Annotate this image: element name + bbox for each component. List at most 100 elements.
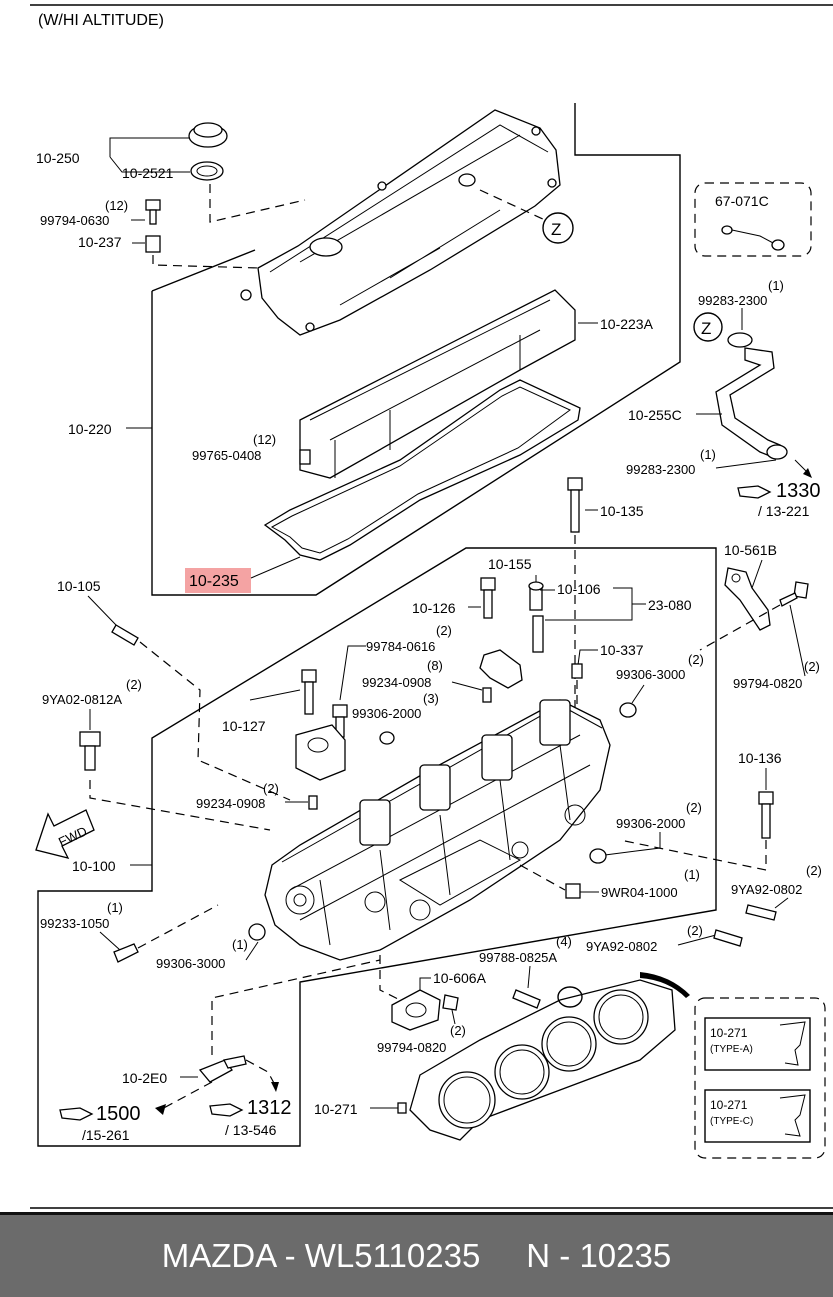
stud-9YA92-0802-a[interactable] [745, 904, 777, 921]
qty-2-b: (2) [688, 652, 704, 667]
plug-9WR04-1000[interactable] [565, 883, 581, 899]
oil-filler-cap[interactable] [188, 122, 228, 181]
bolt-9YA02-0812A[interactable] [79, 731, 101, 771]
plug-99306-2000-a[interactable] [379, 731, 395, 745]
fwd-arrow-icon: FWD [35, 809, 95, 859]
ref-1312-number: 1312 [247, 1097, 292, 1119]
bolt-10-126[interactable] [480, 577, 496, 619]
qty-2-i: (2) [450, 1023, 466, 1038]
label-99794-0630: 99794-0630 [40, 213, 109, 228]
qty-4: (4) [556, 934, 572, 949]
footer-bar: MAZDA - WL5110235 N - 10235 [0, 1212, 833, 1297]
label-99306-2000-b: 99306-2000 [616, 816, 685, 831]
baffle-plate[interactable] [299, 289, 576, 479]
label-10-271-a: 10-271 [710, 1026, 748, 1040]
cover-group-bracket [151, 103, 681, 596]
bolt-10-136[interactable] [758, 791, 774, 839]
label-10-250: 10-250 [36, 150, 80, 166]
label-99234-0908-a: 99234-0908 [362, 675, 431, 690]
qty-2-f: (2) [686, 800, 702, 815]
qty-2-a: (2) [436, 623, 452, 638]
plug-99306-3000-a[interactable] [619, 702, 637, 718]
head-gasket[interactable] [409, 979, 676, 1141]
bolt-99794-0630[interactable] [145, 199, 161, 253]
label-10-561B: 10-561B [724, 542, 777, 558]
cylinder-head[interactable] [264, 699, 611, 961]
qty-8: (8) [427, 658, 443, 673]
bolt-99765-0408[interactable] [299, 449, 311, 465]
highlight-10-235 [185, 568, 251, 593]
label-type-c: (TYPE-C) [710, 1116, 753, 1127]
gasket-types-box [694, 997, 826, 1159]
label-10-127: 10-127 [222, 718, 266, 734]
qty-3: (3) [423, 691, 439, 706]
ventilation-hose[interactable] [715, 332, 788, 460]
label-99283-2300-b: 99283-2300 [626, 462, 695, 477]
stud-99788-0825A[interactable] [512, 989, 541, 1009]
footer-code: N - 10235 [526, 1237, 672, 1274]
diagram-title: (W/HI ALTITUDE) [38, 12, 164, 29]
bolt-99784-0616[interactable] [332, 704, 348, 738]
bolt-99794-0820-a[interactable] [779, 581, 809, 607]
harness-detail-box [694, 182, 812, 257]
qty-2-d: (2) [126, 677, 142, 692]
qty-2-g: (2) [806, 863, 822, 878]
view-z-marker-2 [693, 312, 723, 342]
ref-1312-page: / 13-546 [225, 1122, 277, 1138]
bracket-10-561B[interactable] [724, 567, 771, 631]
part-10-337[interactable] [571, 663, 583, 679]
label-10-106: 10-106 [557, 581, 601, 597]
stud-9YA92-0802-b[interactable] [713, 929, 743, 947]
qty-1-d: (1) [107, 900, 123, 915]
qty-1-c: (1) [684, 867, 700, 882]
qty-2-c: (2) [804, 659, 820, 674]
bolt-10-127[interactable] [301, 669, 317, 715]
dowel-pin-b[interactable] [308, 795, 318, 810]
label-99283-2300-a: 99283-2300 [698, 293, 767, 308]
cover-gasket[interactable] [263, 379, 581, 561]
label-9WR04-1000: 9WR04-1000 [601, 885, 678, 900]
bolt-99233-1050[interactable] [113, 943, 139, 963]
gasket-type-marker [557, 986, 583, 1008]
label-67-071C: 67-071C [715, 193, 769, 209]
label-10-223A: 10-223A [600, 316, 654, 332]
label-10-255C: 10-255C [628, 407, 682, 423]
ref-1312[interactable]: 1312 / 13-546 [209, 1097, 292, 1138]
bracket-clamp[interactable] [479, 649, 523, 689]
injector-nozzle[interactable] [528, 581, 544, 653]
label-10-2E0: 10-2E0 [122, 1070, 167, 1086]
ref-1500-number: 1500 [96, 1103, 141, 1125]
dowel-pin-a[interactable] [482, 687, 492, 703]
label-99306-2000-a: 99306-2000 [352, 706, 421, 721]
label-10-220: 10-220 [68, 421, 112, 437]
footer-brand: MAZDA - WL5110235 [161, 1237, 481, 1274]
plug-99306-3000-b[interactable] [248, 923, 266, 941]
qty-1-a: (1) [768, 278, 784, 293]
head-bolt-10-135[interactable] [567, 477, 583, 533]
cam-cap[interactable] [295, 724, 346, 781]
label-9YA02-0812A: 9YA02-0812A [42, 692, 122, 707]
parts-diagram: (W/HI ALTITUDE) 10-250 10-2521 (12) 9979… [30, 4, 833, 1209]
qty-2-h: (2) [687, 923, 703, 938]
label-99765-0408: 99765-0408 [192, 448, 261, 463]
label-99794-0820-b: 99794-0820 [377, 1040, 446, 1055]
label-99233-1050: 99233-1050 [40, 916, 109, 931]
cylinder-head-cover[interactable] [240, 109, 561, 336]
cover-plate-10-606A[interactable] [391, 989, 441, 1031]
label-type-a: (TYPE-A) [710, 1044, 753, 1055]
label-10-606A: 10-606A [433, 970, 487, 986]
label-10-235[interactable]: 10-235 [189, 573, 239, 590]
label-10-237: 10-237 [78, 234, 122, 250]
union-10-2E0[interactable] [198, 1055, 247, 1083]
label-23-080: 23-080 [648, 597, 692, 613]
gasket-type-c-box [704, 1089, 811, 1143]
label-10-2521: 10-2521 [122, 165, 174, 181]
qty-12-b: (12) [253, 432, 276, 447]
stud-10-105[interactable] [111, 624, 139, 646]
plug-99306-2000-b[interactable] [589, 848, 607, 864]
ref-1330-page: / 13-221 [758, 503, 810, 519]
ref-1500[interactable]: 1500 /15-261 [59, 1103, 141, 1143]
z-label-1: Z [551, 220, 561, 239]
bolt-99794-0820-b[interactable] [442, 994, 459, 1011]
ref-1330[interactable]: 1330 / 13-221 [737, 480, 821, 519]
